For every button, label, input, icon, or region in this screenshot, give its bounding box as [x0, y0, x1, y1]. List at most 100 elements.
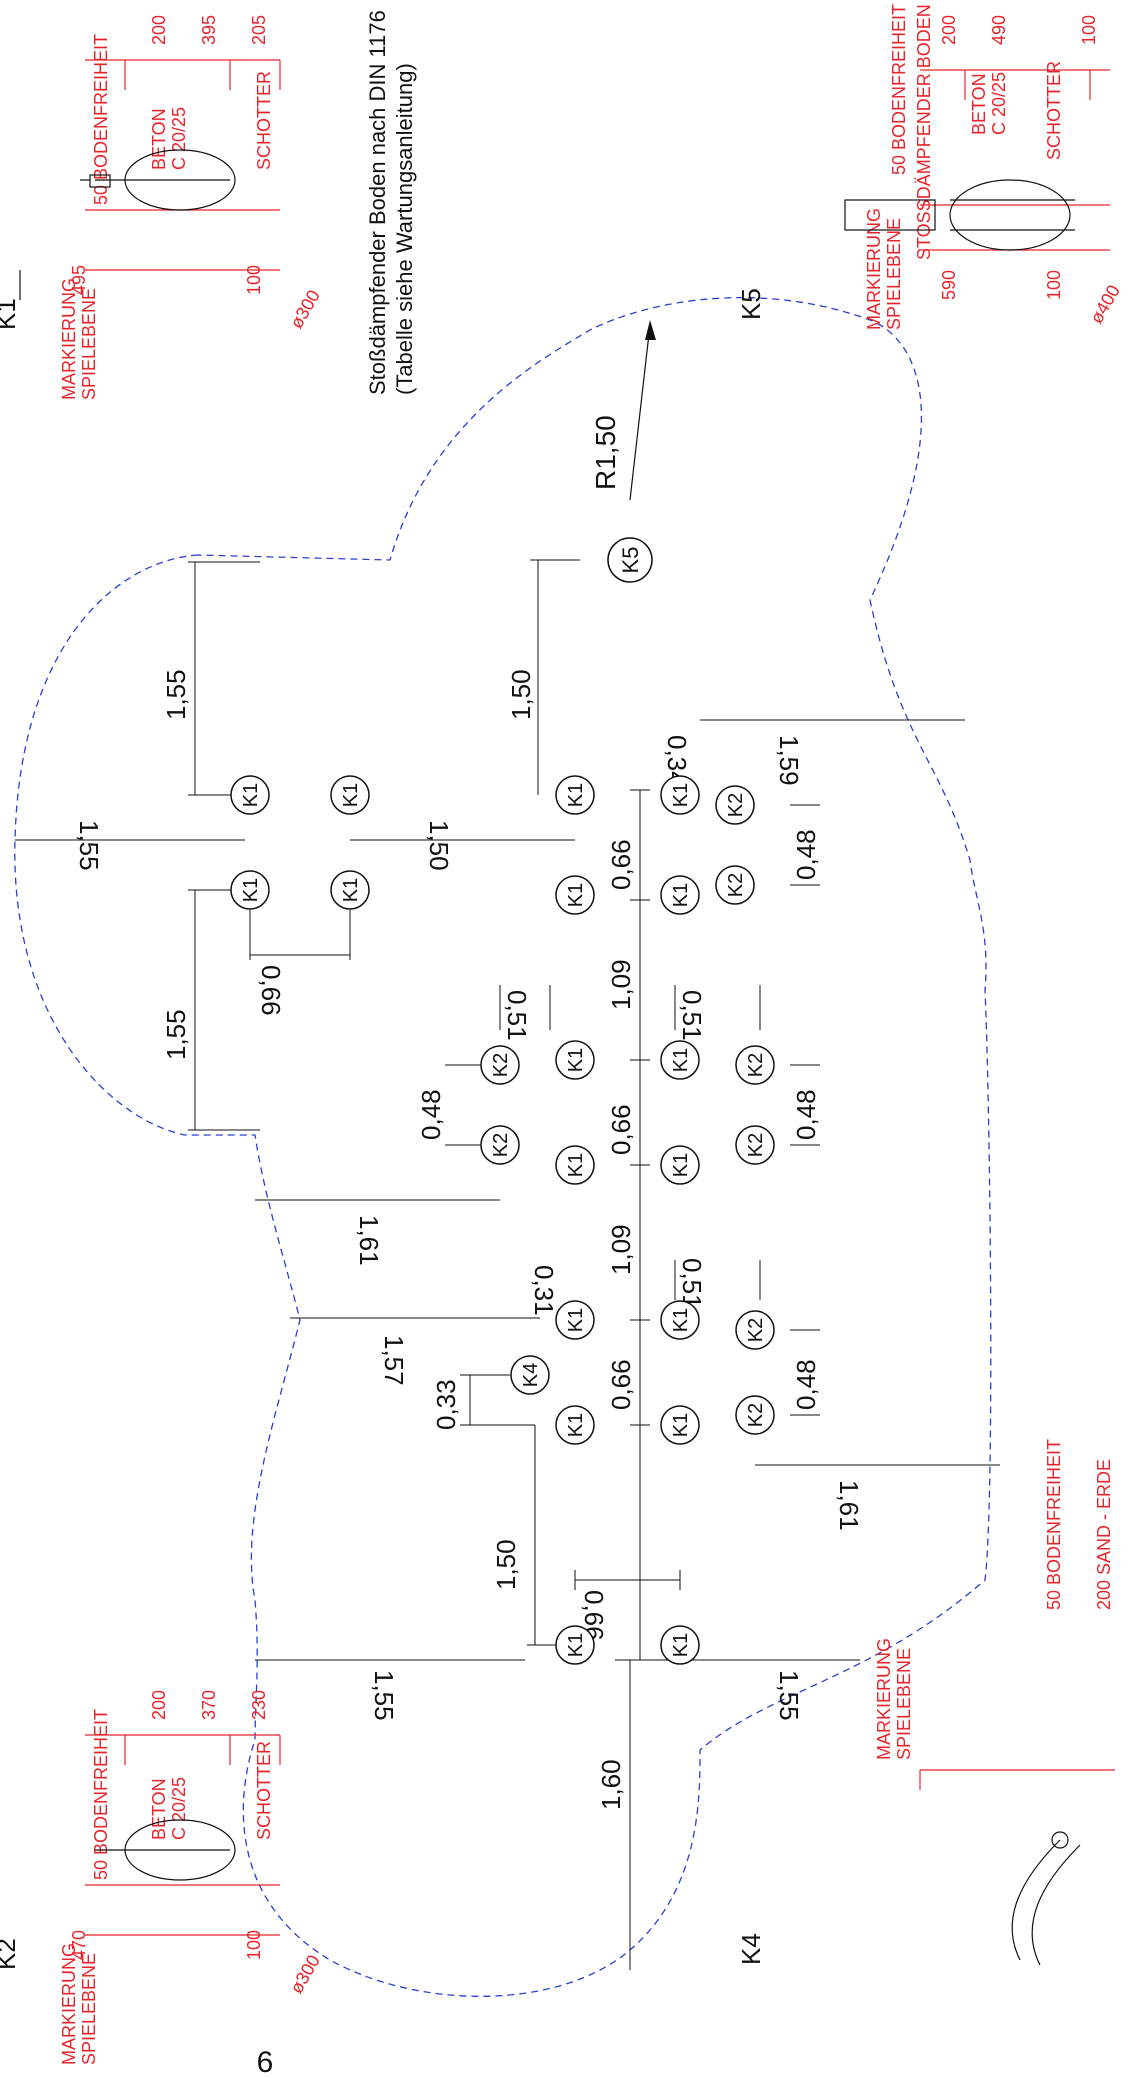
svg-text:K1: K1 [670, 1048, 692, 1072]
k1-beton: BETON [149, 108, 169, 170]
dim-0-51-c: 0,51 [677, 1258, 707, 1309]
svg-text:K1: K1 [565, 1308, 587, 1332]
post-k2[interactable]: K2 [735, 1395, 775, 1435]
dim-0-48-b: 0,48 [791, 1089, 821, 1140]
k5-d3: 100 [1079, 15, 1099, 45]
post-k1[interactable]: K1 [660, 1145, 700, 1185]
post-k1[interactable]: K1 [660, 1625, 700, 1665]
dim-1-50-b: 1,50 [506, 669, 536, 720]
svg-text:K2: K2 [725, 793, 747, 817]
post-k1[interactable]: K1 [555, 875, 595, 915]
post-k5[interactable]: K5 [607, 537, 653, 583]
k2-schotter: SCHOTTER [254, 1741, 274, 1840]
post-k2[interactable]: K2 [715, 865, 755, 905]
k1-marker2: SPIELEBENE [79, 288, 99, 400]
k1-grade: C 20/25 [169, 107, 189, 170]
k5-beton: BETON [969, 73, 989, 135]
post-k1[interactable]: K1 [660, 1040, 700, 1080]
post-k4[interactable]: K4 [510, 1355, 550, 1395]
svg-text:K1: K1 [670, 1413, 692, 1437]
post-k1[interactable]: K1 [330, 870, 370, 910]
detail-k5-title: K5 [736, 288, 766, 320]
dim-0-33-a: 0,33 [431, 1379, 461, 1430]
surface-note: Stoßdämpfender Boden nach DIN 1176 (Tabe… [365, 10, 417, 395]
k5-schotter: SCHOTTER [1044, 61, 1064, 160]
k1-marker: MARKIERUNG [59, 278, 79, 400]
post-k1[interactable]: K1 [555, 1040, 595, 1080]
dim-1-55-a: 1,55 [161, 669, 191, 720]
dim-0-31-a: 0,31 [529, 1265, 559, 1316]
post-k1[interactable]: K1 [230, 775, 270, 815]
dimension-lines [15, 559, 1000, 1970]
detail-k2: K2 MARKIERUNG SPIELEBENE 50 BODENFREIHEI… [0, 1690, 324, 2065]
svg-text:K1: K1 [670, 1633, 692, 1657]
dim-1-57-a: 1,57 [379, 1335, 409, 1386]
k2-dia: ø300 [286, 1951, 324, 1997]
post-k1[interactable]: K1 [230, 870, 270, 910]
k1-clear: 50 BODENFREIHEIT [91, 34, 111, 205]
svg-text:K1: K1 [340, 783, 362, 807]
k5-marker2: SPIELEBENE [884, 218, 904, 330]
detail-k4: K4 MARKIERUNG SPIELEBENE 50 BODENFREIHEI… [736, 1439, 1115, 1966]
dim-0-66-b: 0,66 [606, 839, 636, 890]
note-line1: Stoßdämpfender Boden nach DIN 1176 [365, 10, 390, 395]
dim-0-51-b: 0,51 [677, 990, 707, 1041]
post-k1[interactable]: K1 [660, 775, 700, 815]
dim-1-09-a: 1,09 [606, 959, 636, 1010]
post-k1[interactable]: K1 [660, 875, 700, 915]
dim-1-50-c: 1,50 [491, 1539, 521, 1590]
post-k2[interactable]: K2 [480, 1045, 520, 1085]
dim-1-55-d: 1,55 [369, 1670, 399, 1721]
k1-dia: ø300 [286, 286, 324, 332]
dim-1-09-b: 1,09 [606, 1224, 636, 1275]
svg-text:K1: K1 [565, 1413, 587, 1437]
post-k1[interactable]: K1 [555, 775, 595, 815]
k5-clear: 50 BODENFREIHEIT [889, 4, 909, 175]
dim-0-66-d: 0,66 [606, 1359, 636, 1410]
dim-0-48-c: 0,48 [791, 1359, 821, 1410]
post-k2[interactable]: K2 [480, 1125, 520, 1165]
k1-h2: 100 [244, 265, 264, 295]
post-k1[interactable]: K1 [555, 1405, 595, 1445]
dim-1-59-a: 1,59 [774, 735, 804, 786]
dim-1-61-a: 1,61 [354, 1215, 384, 1266]
dim-0-66-a: 0,66 [256, 965, 286, 1016]
svg-text:K2: K2 [745, 1403, 767, 1427]
post-k1[interactable]: K1 [555, 1625, 595, 1665]
post-k2[interactable]: K2 [735, 1310, 775, 1350]
post-k1[interactable]: K1 [555, 1145, 595, 1185]
detail-k4-title: K4 [736, 1933, 766, 1965]
detail-k1-title: K1 [0, 298, 21, 330]
post-k1[interactable]: K1 [660, 1300, 700, 1340]
svg-text:K1: K1 [565, 1153, 587, 1177]
post-k1[interactable]: K1 [555, 1300, 595, 1340]
detail-k1: K1 MARKIERUNG SPIELEBENE 50 BODENFREIHEI… [0, 15, 324, 400]
k2-d3: 230 [249, 1690, 269, 1720]
svg-text:K1: K1 [670, 883, 692, 907]
k1-d1: 200 [149, 15, 169, 45]
k2-marker2: SPIELEBENE [79, 1953, 99, 2065]
svg-text:K1: K1 [240, 878, 262, 902]
k4-marker: MARKIERUNG [874, 1638, 894, 1760]
dim-1-55-b: 1,55 [74, 820, 104, 871]
detail-k2-title: K2 [0, 1938, 21, 1970]
svg-text:K1: K1 [670, 1153, 692, 1177]
k2-clear: 50 BODENFREIHEIT [91, 1709, 111, 1880]
k5-d1: 200 [939, 15, 959, 45]
k2-beton: BETON [149, 1778, 169, 1840]
post-k2[interactable]: K2 [715, 785, 755, 825]
post-k1[interactable]: K1 [330, 775, 370, 815]
svg-text:K2: K2 [745, 1318, 767, 1342]
dim-0-51-a: 0,51 [502, 990, 532, 1041]
k5-dia: ø400 [1086, 281, 1124, 327]
post-k2[interactable]: K2 [735, 1125, 775, 1165]
svg-text:K1: K1 [670, 1308, 692, 1332]
post-k1[interactable]: K1 [660, 1405, 700, 1445]
posts: K1 K1 K1 K1 K1 K1 K1 K1 K1 K1 K1 K1 K1 K… [230, 537, 775, 1665]
dim-1-61-b: 1,61 [834, 1480, 864, 1531]
post-k2[interactable]: K2 [735, 1045, 775, 1085]
k5-marker: MARKIERUNG [864, 208, 884, 330]
dimension-labels: 1,55 1,55 1,55 1,50 1,50 0,66 0,66 1,09 … [74, 415, 864, 1810]
dim-1-60-a: 1,60 [596, 1759, 626, 1810]
